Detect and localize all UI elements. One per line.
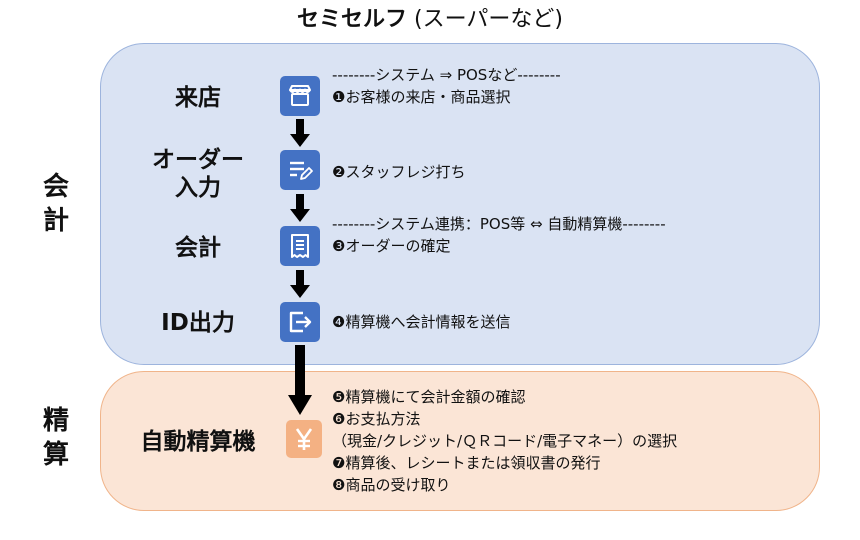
seisan-char-1: 精 xyxy=(42,406,69,436)
shop-icon xyxy=(280,76,320,116)
note-edit-icon-glyph xyxy=(290,161,313,180)
step-label-line: ID出力 xyxy=(161,310,235,336)
desc-line: ❺精算機にて会計金額の確認 xyxy=(332,388,526,406)
arrow-down-long-icon xyxy=(288,345,312,415)
step-label-kaikei: 会計 xyxy=(113,234,283,262)
desc-line: ❸オーダーの確定 xyxy=(332,237,451,255)
step-label-line: オーダー xyxy=(152,147,244,173)
kaikei-label: 会 計 xyxy=(36,170,76,238)
yen-icon xyxy=(286,420,322,458)
desc-line: ❻お支払方法 xyxy=(332,410,421,428)
step-label-id-output: ID出力 xyxy=(113,309,283,337)
desc-line: ❼精算後、レシートまたは領収書の発行 xyxy=(332,454,601,472)
desc-line: ❽商品の受け取り xyxy=(332,476,451,494)
export-icon-glyph xyxy=(289,311,312,333)
diagram-title: セミセルフ (スーパーなど) xyxy=(0,4,860,36)
yen-icon-glyph xyxy=(295,428,313,450)
step-desc-raiten: --------システム ⇒ POSなど-------- ❶お客様の来店・商品選… xyxy=(332,64,561,108)
seisan-char-2: 算 xyxy=(42,440,69,470)
seisan-label: 精 算 xyxy=(36,404,76,472)
step-label-line: 来店 xyxy=(175,85,221,111)
kaikei-char-2: 計 xyxy=(42,206,69,236)
step-label-line: 会計 xyxy=(175,235,221,261)
kaikei-panel xyxy=(100,43,820,365)
kaikei-char-1: 会 xyxy=(42,172,69,202)
shop-icon-glyph xyxy=(289,85,311,106)
title-sub: (スーパーなど) xyxy=(407,7,563,32)
desc-line: （現金/クレジット/ＱＲコード/電子マネー）の選択 xyxy=(332,432,678,450)
seisan-panel xyxy=(100,371,820,511)
step-desc-auto-payment: ❺精算機にて会計金額の確認 ❻お支払方法 （現金/クレジット/ＱＲコード/電子マ… xyxy=(332,386,677,496)
arrow-down-icon xyxy=(290,119,310,147)
receipt-icon-glyph xyxy=(291,234,309,258)
arrow-down-icon xyxy=(290,194,310,222)
desc-line: --------システム ⇒ POSなど-------- xyxy=(332,66,561,84)
arrow-down-icon xyxy=(290,270,310,298)
desc-line: ❹精算機へ会計情報を送信 xyxy=(332,313,511,331)
step-desc-id-output: ❹精算機へ会計情報を送信 xyxy=(332,311,510,333)
desc-line: ❷スタッフレジ打ち xyxy=(332,163,466,181)
step-label-raiten: 来店 xyxy=(113,84,283,112)
step-label-line: 自動精算機 xyxy=(140,429,256,455)
receipt-icon xyxy=(280,226,320,266)
step-label-line: 入力 xyxy=(175,175,221,201)
desc-line: --------システム連携：POS等 ⇔ 自動精算機-------- xyxy=(332,215,666,233)
step-label-auto-payment: 自動精算機 xyxy=(113,428,283,456)
export-icon xyxy=(280,302,320,342)
desc-line: ❶お客様の来店・商品選択 xyxy=(332,88,511,106)
step-desc-order: ❷スタッフレジ打ち xyxy=(332,161,465,183)
step-label-order: オーダー 入力 xyxy=(113,146,283,202)
note-edit-icon xyxy=(280,150,320,190)
title-main: セミセルフ xyxy=(297,7,408,32)
step-desc-kaikei: --------システム連携：POS等 ⇔ 自動精算機-------- ❸オーダ… xyxy=(332,213,666,257)
